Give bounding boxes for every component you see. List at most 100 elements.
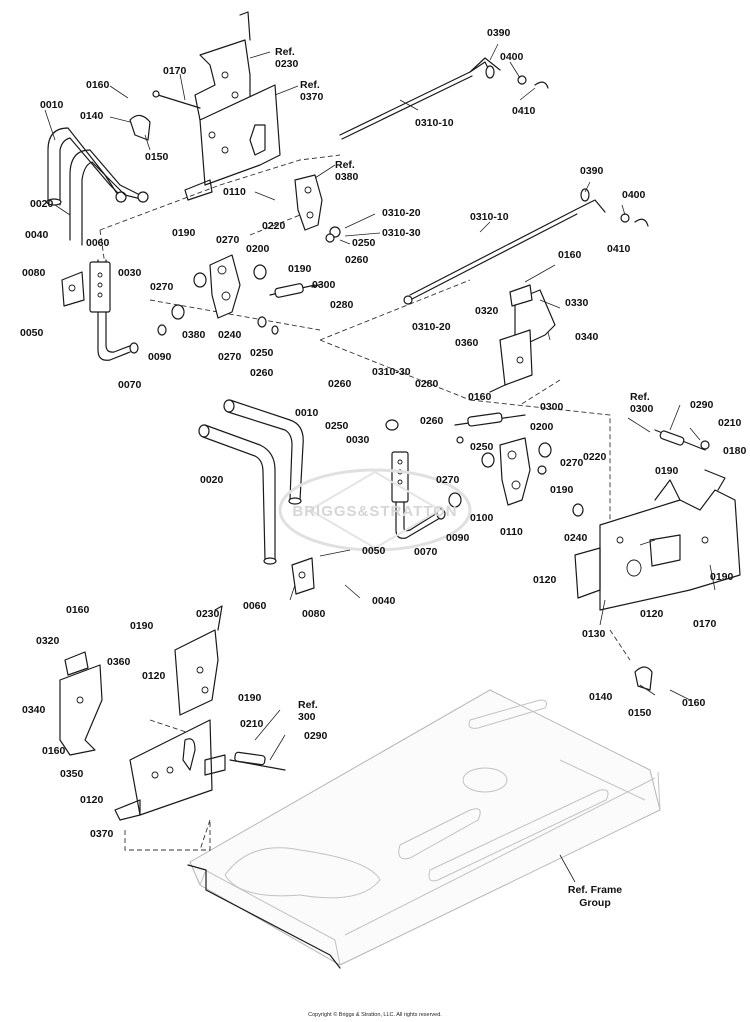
label-0350-a: 0350 [60,768,84,780]
label-0190-c: 0190 [550,484,574,496]
clip-0150-right [634,666,653,691]
label-0190-e: 0190 [710,571,734,583]
label-ref-300-bottom-line1: Ref. [298,699,318,711]
spring-0300-top [269,283,323,298]
label-0010-b: 0010 [295,407,319,419]
label-ref-300-bottom: Ref.300 [298,699,318,723]
label-0120-b: 0120 [640,608,664,620]
handle-0020-top [69,149,149,246]
label-0200-a: 0200 [246,243,270,255]
label-0390-a: 0390 [487,27,511,39]
label-0010-a: 0010 [40,99,64,111]
label-0050-a: 0050 [20,327,44,339]
label-0290-a: 0290 [690,399,714,411]
label-0140-b: 0140 [589,691,613,703]
leader-lines [44,43,716,883]
label-0250-a: 0250 [250,347,274,359]
label-0400-a: 0400 [500,51,524,63]
label-0120-c: 0120 [142,670,166,682]
frame-edge [187,864,341,969]
label-ref-0300-right-line1: Ref. [630,391,650,403]
label-0320-b: 0320 [36,635,60,647]
bracket-0370-bottom [114,719,226,821]
bolt-0170-top [152,90,201,109]
label-0310-10-b: 0310-10 [470,211,509,223]
label-0120-d: 0120 [80,794,104,806]
label-0270-a: 0270 [216,234,240,246]
label-ref-0380-line2: 0380 [335,171,359,183]
label-0310-10-a: 0310-10 [415,117,454,129]
label-0040-a: 0040 [25,229,49,241]
label-0120-a: 0120 [533,574,557,586]
label-0250-d: 0250 [470,441,494,453]
label-0310-30-a: 0310-30 [382,227,421,239]
label-0080-a: 0080 [22,267,46,279]
label-0020-b: 0020 [200,474,224,486]
label-ref-frame-line1: Ref. Frame [568,884,622,896]
label-0180-a: 0180 [723,445,747,457]
spring-0290-right [654,429,710,451]
label-0300-a: 0300 [312,279,336,291]
copyright-text: Copyright © Briggs & Stratton, LLC. All … [308,1011,442,1018]
clip-0150-top [129,114,151,141]
label-0360-a: 0360 [455,337,479,349]
rod-0310-10-top [339,57,549,140]
label-0330-a: 0330 [565,297,589,309]
label-0160-f: 0160 [42,745,66,757]
label-0300-b: 0300 [540,401,564,413]
handle-0020-mid [198,424,277,565]
arm-0070-top [89,259,139,361]
label-0240-b: 0240 [564,532,588,544]
label-0310-20-b: 0310-20 [412,321,451,333]
label-0060-b: 0060 [243,600,267,612]
label-ref-300-bottom-line2: 300 [298,711,316,723]
label-0030-b: 0030 [346,434,370,446]
label-ref-0380: Ref.0380 [335,159,359,183]
label-0160-a: 0160 [86,79,110,91]
label-0090-b: 0090 [446,532,470,544]
label-0070-b: 0070 [414,546,438,558]
label-ref-0380-line1: Ref. [335,159,355,171]
label-0190-a: 0190 [172,227,196,239]
label-ref-0370-line1: Ref. [300,79,320,91]
label-ref-0300-right: Ref.0300 [630,391,654,415]
bushings-top [157,226,341,336]
handle-0010-top [46,127,127,206]
label-0070-a: 0070 [118,379,142,391]
label-0270-b: 0270 [150,281,174,293]
label-0360-b: 0360 [107,656,131,668]
label-0410-b: 0410 [607,243,631,255]
arm-0070-mid [391,451,446,539]
label-0250-c: 0250 [325,420,349,432]
label-0290-b: 0290 [304,730,328,742]
label-0080-b: 0080 [302,608,326,620]
label-0060-a: 0060 [86,237,110,249]
label-ref-0370-line2: 0370 [300,91,324,103]
label-0260-c: 0260 [328,378,352,390]
label-0220-b: 0220 [583,451,607,463]
label-0380-a: 0380 [182,329,206,341]
label-0190-g: 0190 [238,692,262,704]
label-ref-0370: Ref.0370 [300,79,324,103]
bushings-mid [448,436,584,517]
label-0280-b: 0280 [415,378,439,390]
label-0160-b: 0160 [558,249,582,261]
label-0190-d: 0190 [655,465,679,477]
lever-0380-mid [209,254,241,319]
label-ref-0300-right-line2: 0300 [630,403,654,415]
label-0260-d: 0260 [420,415,444,427]
part-labels: Ref.0230 Ref.0370 Ref.0380 Ref.0300 Ref.… [20,27,747,909]
label-0260-b: 0260 [345,254,369,266]
label-0140-a: 0140 [80,110,104,122]
label-0260-a: 0260 [250,367,274,379]
label-0340-b: 0340 [22,704,46,716]
label-ref-0230-line2: 0230 [275,58,299,70]
label-0320-a: 0320 [475,305,499,317]
bracket-0080-top [61,271,85,307]
bracket-0080-mid [291,557,315,595]
bracket-0230-top [194,11,251,121]
watermark: BRIGGS&STRATTON [278,468,472,552]
label-0030-a: 0030 [118,267,142,279]
watermark-text: BRIGGS&STRATTON [292,503,457,520]
